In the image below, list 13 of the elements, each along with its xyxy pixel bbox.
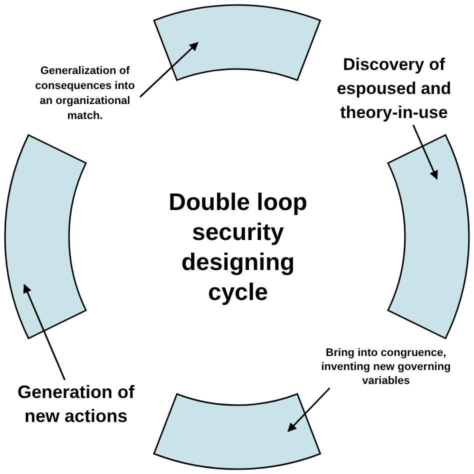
arrow xyxy=(287,387,330,432)
step-text: Generalization of consequences into an organizational match. xyxy=(34,64,136,124)
arc-segment xyxy=(152,3,322,82)
step-text: Bring into congruence, inventing new governing variables xyxy=(320,346,452,388)
center-title: Double loop security designing cycle xyxy=(168,188,308,308)
arc-segment xyxy=(3,133,88,341)
step-text: Generation of new actions xyxy=(16,381,136,428)
arrow xyxy=(412,124,438,180)
step-text: Discovery of espoused and theory-in-use xyxy=(336,54,452,124)
arrow xyxy=(139,42,198,98)
arc-segment xyxy=(386,133,471,341)
arrow xyxy=(23,284,66,380)
arc-segment xyxy=(152,392,322,471)
